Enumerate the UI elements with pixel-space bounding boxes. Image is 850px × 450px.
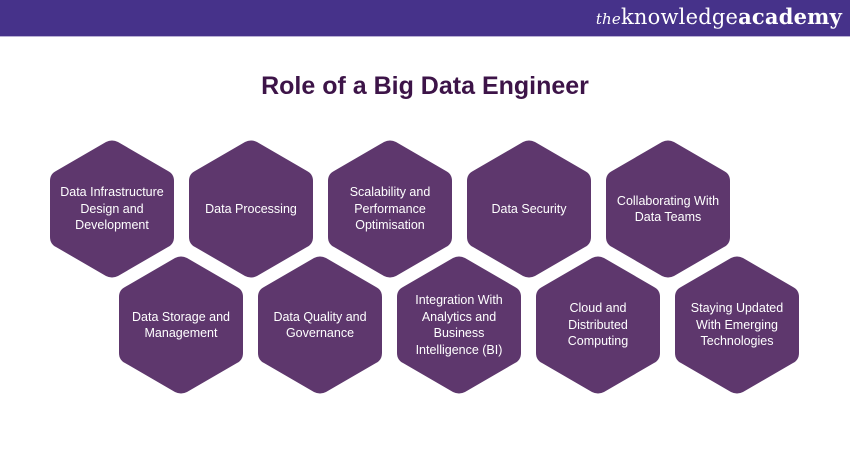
hexagon-role-2: Data Processing — [189, 139, 313, 279]
role-label: Data Infrastructure Design and Developme… — [60, 185, 164, 233]
hexagon-shape — [119, 256, 243, 394]
page-title: Role of a Big Data Engineer — [261, 72, 589, 100]
hexagon-shape — [606, 140, 730, 278]
role-label: Integration With Analytics and Business … — [415, 293, 503, 357]
role-label: Data Security — [491, 201, 567, 216]
hexagon-role-5: Collaborating With Data Teams — [606, 139, 730, 279]
hexagon-shape — [536, 256, 660, 394]
brand-main: knowledge — [620, 5, 739, 29]
hexagon-role-9: Cloud and Distributed Computing — [536, 255, 660, 395]
role-label: Collaborating With Data Teams — [616, 193, 720, 225]
brand-logo: theknowledgeacademy — [596, 4, 842, 32]
role-label: Scalability and Performance Optimisation — [349, 185, 431, 233]
hexagon-role-1: Data Infrastructure Design and Developme… — [50, 139, 174, 279]
hexagon-role-6: Data Storage and Management — [119, 255, 243, 395]
hexagon-shape — [258, 256, 382, 394]
role-label: Data Quality and Governance — [273, 309, 367, 341]
hexagon-shape — [189, 140, 313, 278]
hexagon-shape — [675, 256, 799, 394]
role-label: Cloud and Distributed Computing — [567, 301, 629, 349]
hexagon-role-4: Data Security — [467, 139, 591, 279]
hexagon-role-7: Data Quality and Governance — [258, 255, 382, 395]
hexagon-shape — [467, 140, 591, 278]
hexagon-role-10: Staying Updated With Emerging Technologi… — [675, 255, 799, 395]
hexagon-shape — [397, 256, 521, 394]
hexagon-role-8: Integration With Analytics and Business … — [397, 255, 521, 395]
hexagon-shape — [50, 140, 174, 278]
role-label: Staying Updated With Emerging Technologi… — [690, 301, 784, 349]
header-bar: theknowledgeacademy — [0, 0, 850, 37]
hexagon-role-3: Scalability and Performance Optimisation — [328, 139, 452, 279]
hexagon-shape — [328, 140, 452, 278]
role-label: Data Processing — [205, 201, 297, 216]
brand-suffix: academy — [738, 4, 842, 29]
role-label: Data Storage and Management — [132, 309, 230, 341]
brand-prefix: the — [595, 10, 621, 28]
